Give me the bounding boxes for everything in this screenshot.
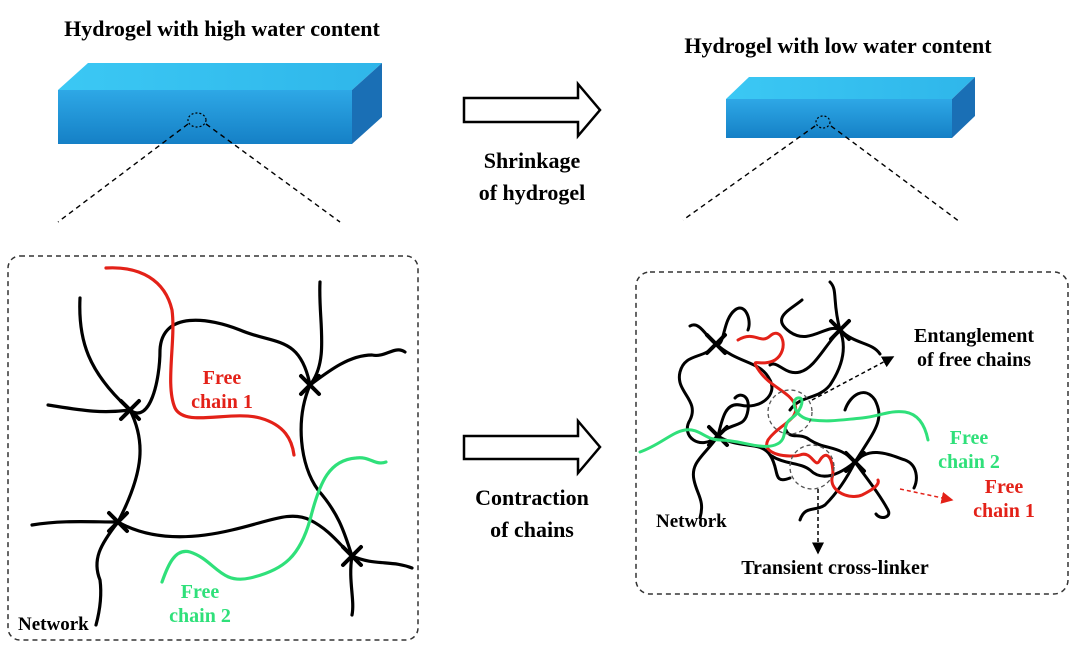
hydrogel-block-large	[58, 63, 382, 144]
entanglement-label-line1: Entanglement	[914, 325, 1034, 347]
contraction-label-line1: Contraction	[475, 485, 589, 510]
transient-crosslinker-ring-2	[789, 444, 835, 490]
zoom-line-left-b	[205, 123, 341, 223]
right-free-chain-1-label-line2: chain 1	[973, 500, 1035, 522]
crosslink-icon	[299, 374, 321, 396]
left-crosslinks	[107, 374, 363, 567]
left-panel-frame	[7, 255, 419, 641]
crosslink-icon	[844, 451, 866, 473]
free-chain-1-pointer	[899, 488, 954, 504]
transient-crosslinker-label: Transient cross-linker	[741, 557, 929, 579]
right-panel-frame	[635, 271, 1069, 595]
entanglement-label-line2: of free chains	[917, 349, 1031, 371]
crosslink-icon	[119, 399, 141, 421]
contraction-label-line2: of chains	[490, 517, 574, 542]
left-free-chain-1-label-line1: Free	[203, 367, 242, 389]
right-free-chain-1-label-line1: Free	[985, 476, 1024, 498]
right-free-chain-2-label-line2: chain 2	[938, 451, 1000, 473]
shrinkage-label-line1: Shrinkage	[484, 148, 581, 173]
zoom-line-right-b	[830, 125, 961, 223]
transient-crosslinker-ring-1	[767, 389, 813, 435]
crosslink-icon	[107, 511, 129, 533]
left-free-chain-1-label-line2: chain 1	[191, 391, 253, 413]
crosslink-icon	[829, 319, 851, 341]
left-title: Hydrogel with high water content	[64, 16, 380, 41]
left-free-chain-1	[104, 266, 296, 457]
left-free-chain-2-label-line1: Free	[181, 581, 220, 603]
zoom-spot-left	[187, 112, 207, 128]
zoom-line-right-a	[682, 125, 816, 221]
left-free-chain-2-label-line2: chain 2	[169, 605, 231, 627]
crosslink-icon	[705, 333, 727, 355]
zoom-line-left-a	[57, 123, 189, 223]
left-free-chain-2	[160, 456, 388, 584]
shrinkage-arrow	[462, 80, 602, 140]
crosslink-icon	[341, 545, 363, 567]
right-free-chain-2	[638, 396, 930, 454]
hydrogel-block-small	[726, 77, 975, 138]
right-crosslinks	[705, 319, 866, 473]
right-title: Hydrogel with low water content	[684, 33, 992, 58]
right-free-chain-2-label-line1: Free	[950, 427, 989, 449]
crosslink-icon	[707, 425, 729, 447]
zoom-spot-right	[815, 115, 831, 129]
shrinkage-label-line2: of hydrogel	[479, 180, 586, 205]
right-network	[677, 280, 918, 522]
contraction-arrow	[462, 417, 602, 477]
left-network-label: Network	[18, 614, 89, 635]
right-network-label: Network	[656, 511, 727, 532]
right-free-chain-1	[736, 331, 880, 498]
entanglement-pointer	[811, 356, 895, 401]
